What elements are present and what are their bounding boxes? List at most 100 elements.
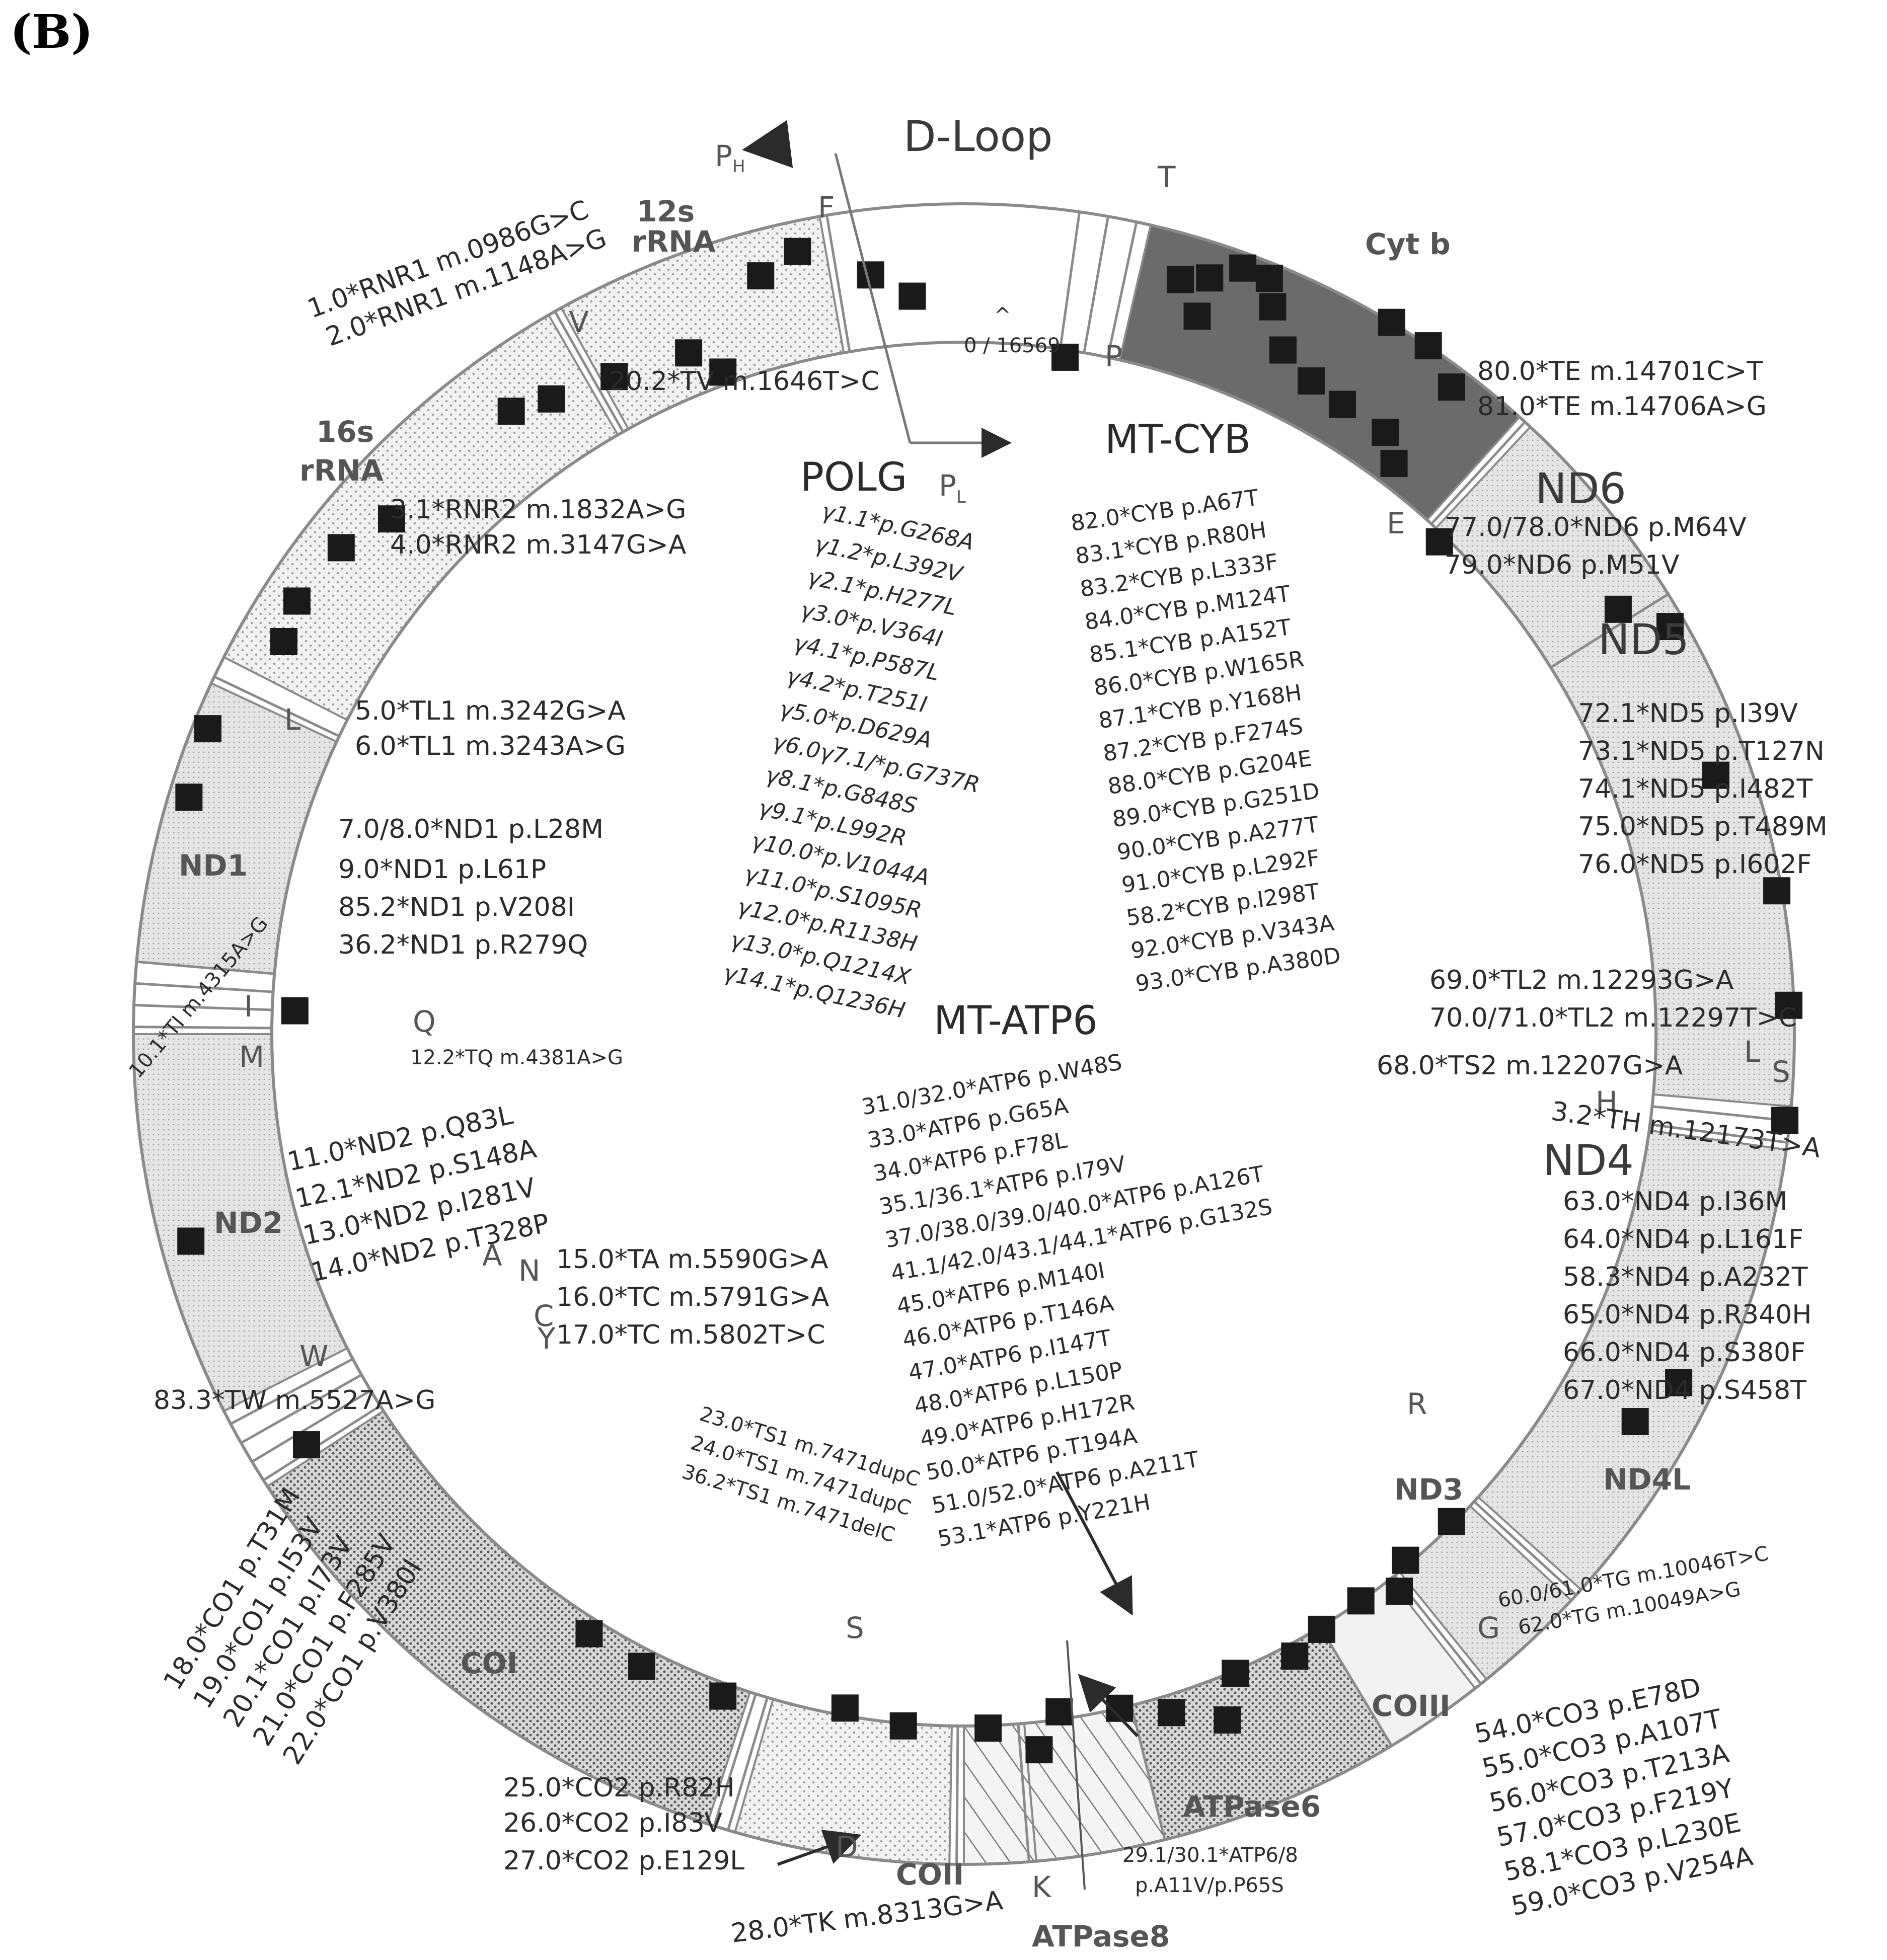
trna-divider-2 [1083,216,1109,353]
mutation-marker-46 [1414,332,1442,360]
trna-T: T [1157,160,1176,194]
nd4-mut-2: 64.0*ND4 p.L161F [1563,1224,1803,1255]
nd6-label: ND6 [1535,464,1626,513]
mutation-marker-13 [270,628,298,655]
mutation-marker-24 [974,1714,1002,1742]
co2-mut-1: 25.0*CO2 p.R82H [503,1773,735,1803]
ph-arrow [742,120,793,168]
nd6-mut-1: 77.0/78.0*ND6 p.M64V [1445,512,1747,542]
mutation-marker-58 [1372,419,1399,446]
mutation-marker-48 [1255,264,1283,292]
mutation-marker-18 [293,1431,321,1459]
ph-letter: P [715,139,732,173]
pl-subscript: L [956,487,966,507]
rrna12-label-line2: rRNA [632,224,716,259]
co2-mut-2: 26.0*CO2 p.I83V [503,1808,723,1838]
mutation-marker-57 [1328,390,1356,418]
mutation-marker-52 [1183,302,1211,330]
nd5-mut-1: 72.1*ND5 p.I39V [1578,698,1798,729]
rnr2-item-1: 3.1*RNR2 m.1832A>G [390,495,686,525]
co2-mut-3: 27.0*CO2 p.E129L [503,1846,744,1876]
trna-divider-24 [213,675,340,738]
mutation-marker-56 [1298,367,1325,395]
coiii-label: COIII [1372,1689,1451,1723]
mutation-marker-11 [327,534,355,562]
trna-F: F [818,190,835,224]
mutation-marker-38 [1665,1369,1693,1396]
trna-L2: L [1744,1035,1760,1069]
ts1-annotations: 23.0*TS1 m.7471dupC 24.0*TS1 m.7471dupC … [679,1402,922,1547]
mutation-marker-53 [1229,254,1257,282]
trna-G: G [1477,1611,1500,1645]
mutation-marker-22 [831,1694,859,1722]
mutation-marker-6 [675,339,703,367]
ts2-annotation: 68.0*TS2 m.12207G>A [1377,1051,1683,1081]
trna-divider-5 [1550,593,1669,669]
atp68-pointer-arrow [1078,1674,1139,1738]
seg-nd1 [135,682,338,975]
trna-C: C [534,1299,554,1333]
trna-divider-25 [554,310,625,433]
mutation-marker-16 [281,997,309,1025]
mutation-marker-9 [497,398,525,425]
rrna12-label-line1: 12s [637,194,695,228]
origin-caret: ^ [994,304,1011,327]
trna-V: V [569,305,589,339]
trna-divider-18 [240,1373,362,1444]
seg-atpase8 [963,1722,1037,1866]
trna-divider-17 [251,1389,371,1463]
trna-R: R [1407,1387,1427,1421]
pl-letter: P [939,468,956,503]
nd6-mut-2: 79.0*ND6 p.M51V [1445,550,1680,580]
trna-W: W [299,1339,328,1373]
trna-divider-4 [1430,421,1526,525]
pl-label: PL [939,468,966,507]
mutation-marker-49 [1196,264,1224,292]
mutation-marker-21 [709,1682,737,1710]
te-mut-1: 80.0*TE m.14701C>T [1477,356,1763,386]
nd2-label: ND2 [214,1206,283,1240]
nd1-mut-4: 36.2*ND1 p.R279Q [338,930,588,960]
nd5-label: ND5 [1598,615,1689,664]
tv-annotation: 20.2*TV m.1646T>C [609,366,879,397]
trna-divider-16 [263,1404,381,1481]
tk-annotation: 28.0*TK m.8313G>A [729,1886,1005,1949]
trna-divider-6 [1652,1105,1790,1122]
trna-divider-19 [230,1358,354,1425]
trna-divider-12 [1017,1723,1030,1862]
mutation-marker-34 [1386,1578,1413,1605]
outer-ring-circle [132,202,1796,1866]
mutation-marker-31 [1281,1642,1309,1670]
nd4-mut-6: 67.0*ND4 p.S458T [1563,1375,1806,1405]
trna-D: D [836,1830,858,1864]
mutation-marker-40 [1775,991,1803,1019]
trna-divider-20 [133,1026,272,1030]
nd1-label: ND1 [179,848,248,883]
mutation-marker-43 [1656,613,1684,640]
mutation-marker-54 [1259,293,1287,321]
mutation-marker-41 [1763,877,1791,905]
mutation-marker-42 [1702,761,1729,789]
trna-I: I [244,989,253,1024]
nd5-mut-3: 74.1*ND5 p.I482T [1578,774,1813,804]
atp68-annotation-2: p.A11V/p.P65S [1135,1874,1284,1897]
nd4-mut-4: 65.0*ND4 p.R340H [1563,1300,1811,1330]
nd4-mut-5: 66.0*ND4 p.S380F [1563,1338,1805,1368]
mutation-marker-50 [1051,343,1079,371]
mutation-marker-51 [1166,266,1194,293]
d-loop-label: D-Loop [903,112,1052,161]
nd1-mut-2: 9.0*ND1 p.L61P [338,854,546,885]
trna-divider-11 [1130,1705,1166,1840]
mutation-marker-25 [1025,1736,1053,1764]
tc-annotation-2: 17.0*TC m.5802T>C [556,1320,825,1350]
trna-Q: Q [413,1004,436,1039]
trna-divider-22 [134,982,273,993]
nd1-mut-1: 7.0/8.0*ND1 p.L28M [338,814,603,844]
mutation-marker-35 [1392,1546,1419,1574]
ta-annotation: 15.0*TA m.5590G>A [556,1244,828,1275]
mutation-marker-37 [1621,1408,1649,1435]
trna-Y: Y [537,1321,556,1356]
mutation-marker-39 [1771,1107,1799,1134]
